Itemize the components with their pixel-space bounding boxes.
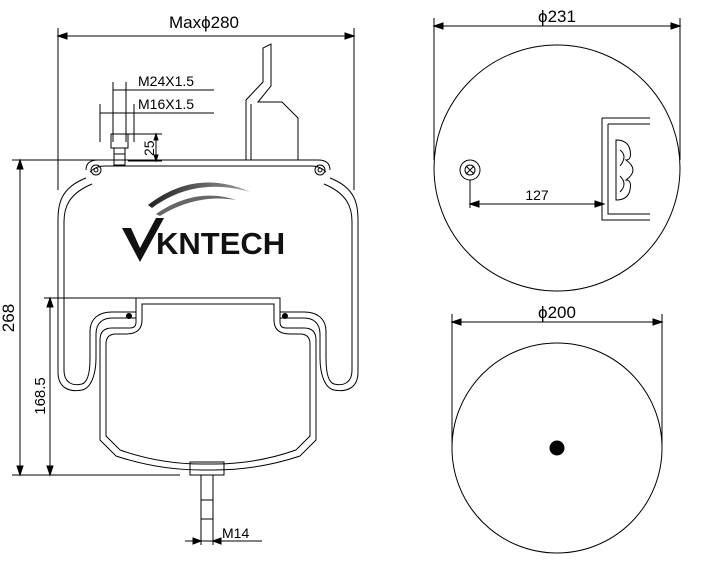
offset-label: 127 [525,187,549,203]
piston [99,297,317,471]
max-diameter-label: Maxϕ280 [169,13,239,32]
top-diameter-label: ϕ231 [538,7,576,26]
piston-height-dimension [44,296,140,477]
bracket-top-view [601,117,650,221]
max-diameter-dimension [56,28,356,190]
logo-text: KNTECH [156,226,285,261]
bottom-view [450,314,664,554]
total-height-label: 268 [0,304,18,332]
thread-dimension-lines [99,82,214,142]
rubber-bellow [57,177,359,392]
thread-small-label: M16X1.5 [138,96,194,112]
logo-swoosh [148,182,250,208]
stud-height-dimension [128,132,162,163]
center-hole [549,440,565,456]
bottom-diameter-label: ϕ200 [538,303,576,322]
bottom-thread-label: M14 [222,525,249,541]
piston-height-label: 168.5 [32,377,49,415]
air-fitting-stud [110,133,129,166]
top-view [432,18,682,292]
side-view [12,28,359,545]
mounting-bracket [245,43,299,160]
top-plate-circle [433,44,681,292]
brand-logo: KNTECH [122,182,285,262]
stud-height-label: 25 [141,140,157,156]
thread-large-label: M24X1.5 [138,73,194,89]
logo-v-mark [122,218,164,262]
piston-base-circle [451,342,663,554]
bottom-stud [185,461,262,545]
top-plate [85,159,331,176]
